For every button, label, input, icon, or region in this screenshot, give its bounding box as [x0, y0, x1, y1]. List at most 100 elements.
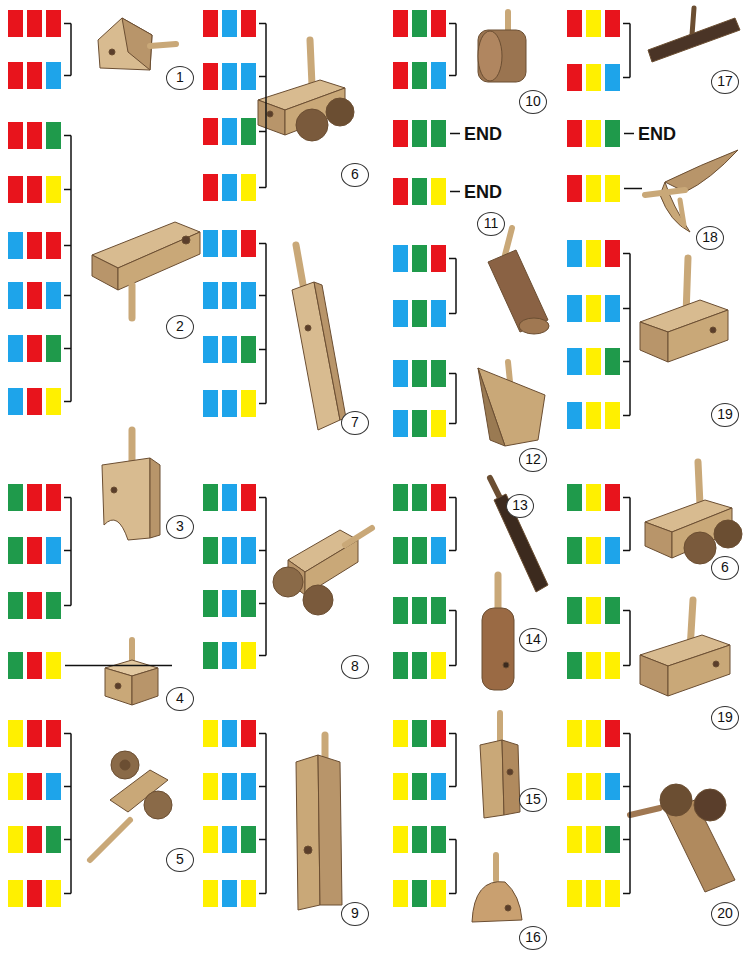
color-square: [27, 232, 42, 259]
color-square: [46, 826, 61, 853]
color-square: [431, 245, 446, 272]
callout-number: 20: [711, 902, 739, 926]
color-square: [431, 360, 446, 387]
color-square: [222, 537, 237, 564]
bracket-tick: [64, 135, 71, 137]
bracket: [629, 24, 631, 78]
color-square: [605, 720, 620, 747]
bracket-tick: [449, 373, 456, 375]
color-square: [203, 390, 218, 417]
bracket-tick: [259, 655, 266, 657]
bracket-tick: [259, 497, 266, 499]
color-square: [586, 348, 601, 375]
bracket-tick: [64, 401, 71, 403]
bracket-tick: [259, 23, 266, 25]
color-square: [46, 176, 61, 203]
callout-number: 9: [341, 902, 369, 926]
bracket-tick: [623, 550, 630, 552]
color-square: [27, 62, 42, 89]
callout-number: 4: [166, 687, 194, 711]
bracket-tick: [259, 733, 266, 735]
part-19-photo: [640, 600, 730, 696]
color-square: [46, 773, 61, 800]
color-square: [8, 122, 23, 149]
color-square: [605, 10, 620, 37]
color-square: [393, 537, 408, 564]
color-square: [46, 282, 61, 309]
color-square: [605, 295, 620, 322]
bracket-tick: [449, 550, 456, 552]
bracket-tick: [623, 893, 630, 895]
part-17-photo: [648, 8, 740, 62]
dash: [624, 133, 634, 135]
color-square: [567, 10, 582, 37]
bracket-tick: [64, 23, 71, 25]
bracket-tick: [449, 665, 456, 667]
color-square: [431, 120, 446, 147]
color-square: [46, 537, 61, 564]
bracket-tick: [64, 550, 71, 552]
color-square: [241, 336, 256, 363]
bracket: [455, 840, 457, 894]
color-square: [203, 230, 218, 257]
color-square: [586, 720, 601, 747]
color-square: [8, 282, 23, 309]
color-square: [8, 176, 23, 203]
part-11-photo: [488, 228, 549, 334]
color-square: [586, 120, 601, 147]
part-18-photo: [645, 150, 738, 232]
bracket-tick: [623, 497, 630, 499]
color-square: [27, 537, 42, 564]
color-square: [27, 388, 42, 415]
color-square: [586, 484, 601, 511]
color-square: [431, 652, 446, 679]
color-square: [222, 880, 237, 907]
color-square: [586, 402, 601, 429]
color-square: [203, 174, 218, 201]
color-square: [8, 826, 23, 853]
color-square: [8, 652, 23, 679]
color-square: [8, 484, 23, 511]
bracket-tick: [259, 131, 266, 133]
bracket-tick: [623, 23, 630, 25]
color-square: [46, 720, 61, 747]
bracket-tick: [259, 403, 266, 405]
bracket-tick: [64, 893, 71, 895]
bracket-tick: [64, 497, 71, 499]
part-16-photo: [472, 855, 522, 922]
color-square: [412, 773, 427, 800]
color-square: [586, 597, 601, 624]
color-square: [241, 590, 256, 617]
color-square: [222, 10, 237, 37]
bracket-tick: [449, 893, 456, 895]
color-square: [27, 880, 42, 907]
color-square: [241, 826, 256, 853]
part-9-photo: [296, 735, 342, 910]
bracket: [70, 734, 72, 894]
color-square: [203, 537, 218, 564]
color-square: [241, 230, 256, 257]
color-square: [393, 10, 408, 37]
callout-number: 19: [711, 706, 739, 730]
bracket-tick: [259, 349, 266, 351]
color-square: [412, 652, 427, 679]
part-15-photo: [480, 713, 520, 818]
color-square: [46, 232, 61, 259]
color-square: [203, 880, 218, 907]
color-square: [222, 642, 237, 669]
part-12-photo: [478, 362, 545, 446]
color-square: [27, 592, 42, 619]
bracket: [629, 254, 631, 416]
color-square: [431, 10, 446, 37]
bracket-tick: [259, 786, 266, 788]
bracket-tick: [623, 733, 630, 735]
color-square: [412, 484, 427, 511]
part-2-photo: [92, 222, 200, 318]
color-square: [393, 360, 408, 387]
color-square: [412, 720, 427, 747]
bracket: [455, 611, 457, 666]
bracket-tick: [623, 77, 630, 79]
color-square: [586, 880, 601, 907]
color-square: [431, 597, 446, 624]
part-1-photo: [98, 18, 176, 70]
